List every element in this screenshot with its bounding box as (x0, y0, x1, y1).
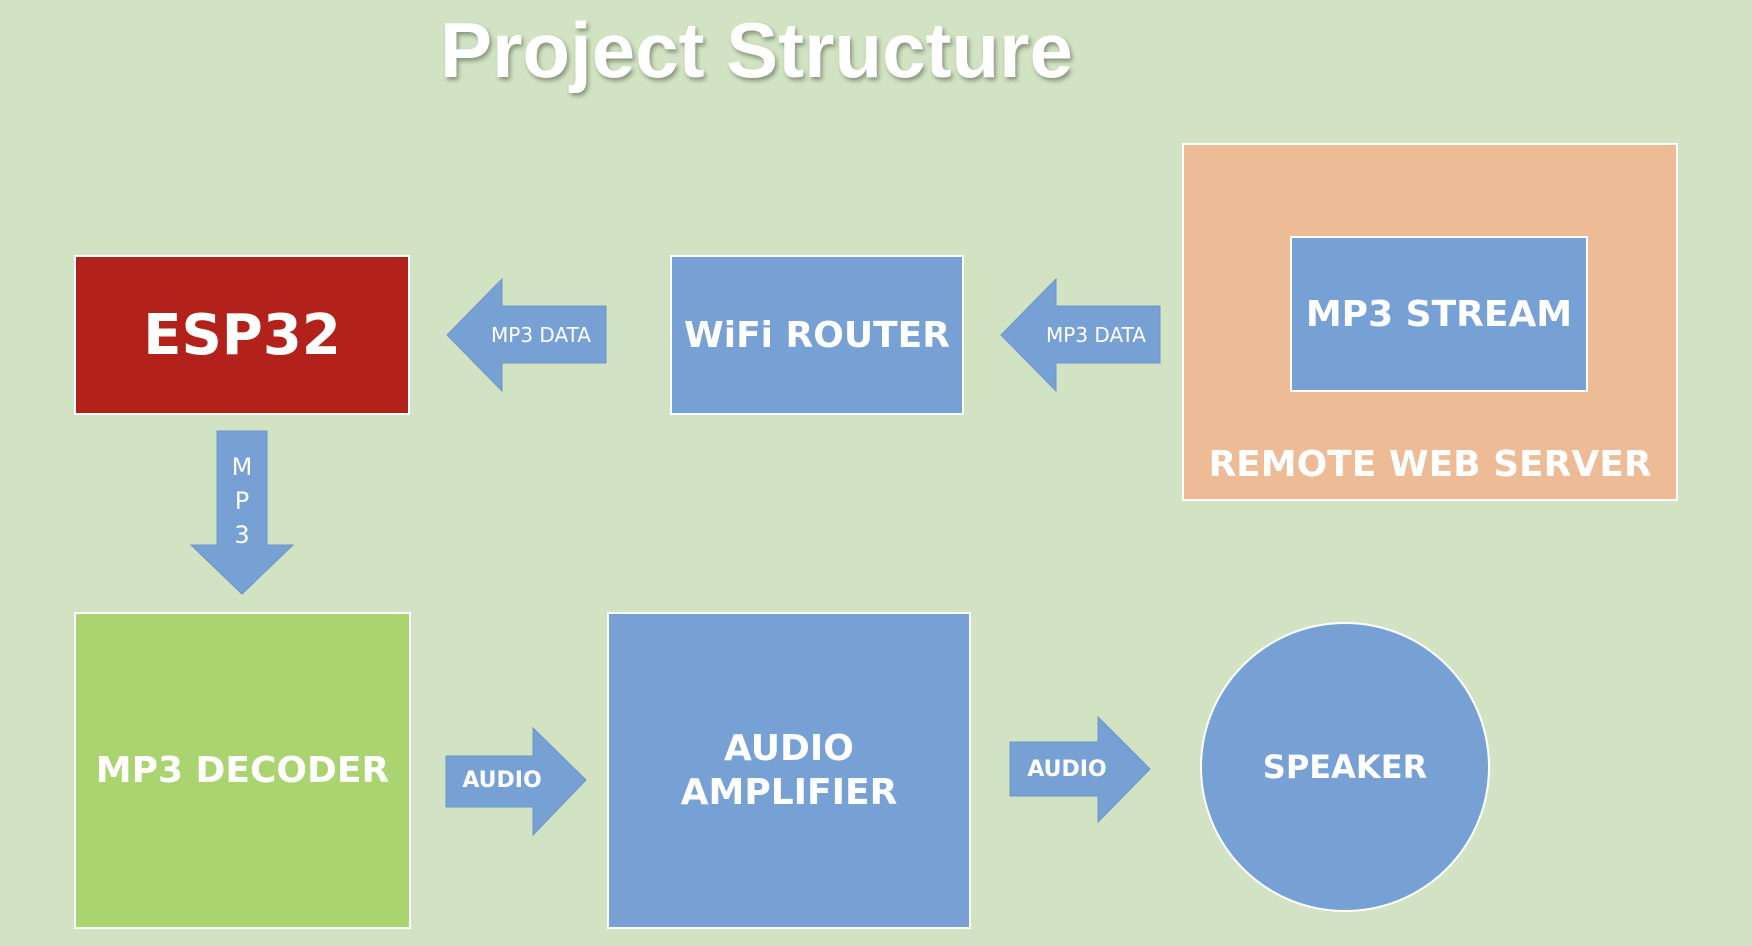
mp3-decoder-label: MP3 DECODER (95, 750, 390, 791)
mp3-stream-label: MP3 STREAM (1305, 293, 1573, 335)
arrow-decoder-to-amp-label: AUDIO (462, 768, 541, 793)
speaker-label: SPEAKER (1262, 748, 1428, 786)
mp3-stream-block: MP3 STREAM (1290, 236, 1588, 392)
wifi-router-label: WiFi ROUTER (684, 314, 950, 356)
arrow-server-to-router-label: MP3 DATA (1046, 323, 1146, 347)
remote-web-server-label: REMOTE WEB SERVER (1208, 444, 1652, 485)
arrow-esp32-to-decoder-label-1: M (232, 453, 253, 481)
esp32-block: ESP32 (74, 255, 410, 415)
arrow-amp-to-speaker-label: AUDIO (1027, 757, 1106, 782)
audio-amplifier-block: AUDIO AMPLIFIER (607, 612, 971, 929)
arrow-server-to-router: MP3 DATA (1000, 277, 1161, 393)
audio-amplifier-label-line2: AMPLIFIER (680, 771, 898, 813)
arrow-router-to-esp32: MP3 DATA (446, 277, 607, 393)
wifi-router-block: WiFi ROUTER (670, 255, 964, 415)
arrow-esp32-to-decoder-label-3: 3 (234, 521, 249, 549)
arrow-router-to-esp32-label: MP3 DATA (491, 323, 591, 347)
arrow-amp-to-speaker: AUDIO (1009, 715, 1151, 824)
remote-web-server-block: REMOTE WEB SERVER (1182, 143, 1678, 501)
page-title: Project Structure (440, 6, 1073, 94)
esp32-label: ESP32 (143, 302, 341, 368)
mp3-decoder-block: MP3 DECODER (74, 612, 411, 929)
audio-amplifier-label-line1: AUDIO (724, 727, 854, 769)
speaker-block: SPEAKER (1200, 622, 1490, 912)
arrow-esp32-to-decoder: M P 3 (189, 430, 295, 595)
arrow-esp32-to-decoder-label-2: P (235, 487, 249, 515)
arrow-decoder-to-amp: AUDIO (445, 726, 587, 837)
